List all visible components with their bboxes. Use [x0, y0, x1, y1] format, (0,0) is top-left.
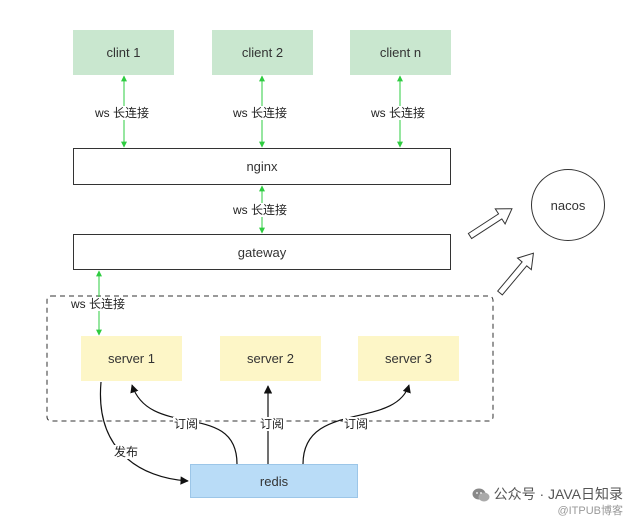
- ws-label-client2: ws 长连接: [232, 106, 289, 120]
- ws-label-nginx-gateway: ws 长连接: [232, 203, 289, 217]
- ws-label-client1: ws 长连接: [94, 106, 151, 120]
- client-node-1: clint 1: [73, 30, 174, 75]
- server-node-label: server 1: [108, 351, 155, 366]
- publish-curve-server1-redis: [99, 381, 189, 485]
- footer-watermark: 公众号 · JAVA日知录 @ITPUB博客: [472, 486, 623, 519]
- ws-label-gateway-server1: ws 长连接: [70, 297, 127, 311]
- gateway-node: gateway: [73, 234, 451, 270]
- client-node-label: client 2: [241, 45, 284, 60]
- client-node-label: client n: [379, 45, 422, 60]
- nginx-label: nginx: [246, 159, 278, 174]
- subscribe-label-server1: 订阅: [173, 417, 200, 431]
- server-node-label: server 2: [247, 351, 294, 366]
- ws-label-clientn: ws 长连接: [370, 106, 427, 120]
- nacos-label: nacos: [550, 197, 586, 213]
- footer-watermark-text: @ITPUB博客: [557, 505, 623, 517]
- gateway-label: gateway: [237, 244, 287, 260]
- client-node-n: client n: [350, 30, 451, 75]
- subscribe-label-server2: 订阅: [259, 417, 286, 431]
- subscribe-label-server3: 订阅: [343, 417, 370, 431]
- client-node-label: clint 1: [106, 45, 141, 60]
- publish-label: 发布: [113, 445, 140, 459]
- footer-brand: 公众号 · JAVA日知录: [493, 486, 623, 503]
- redis-node: redis: [190, 464, 358, 498]
- wechat-icon: [472, 488, 490, 502]
- register-arrow-gateway-nacos: [467, 208, 513, 240]
- server-node-3: server 3: [358, 336, 459, 381]
- register-arrow-servers-nacos: [496, 252, 535, 296]
- nginx-node: nginx: [73, 148, 451, 185]
- redis-label: redis: [259, 473, 289, 489]
- server-node-2: server 2: [220, 336, 321, 381]
- nacos-node: nacos: [531, 169, 605, 241]
- server-node-label: server 3: [385, 351, 432, 366]
- client-node-2: client 2: [212, 30, 313, 75]
- server-node-1: server 1: [81, 336, 182, 381]
